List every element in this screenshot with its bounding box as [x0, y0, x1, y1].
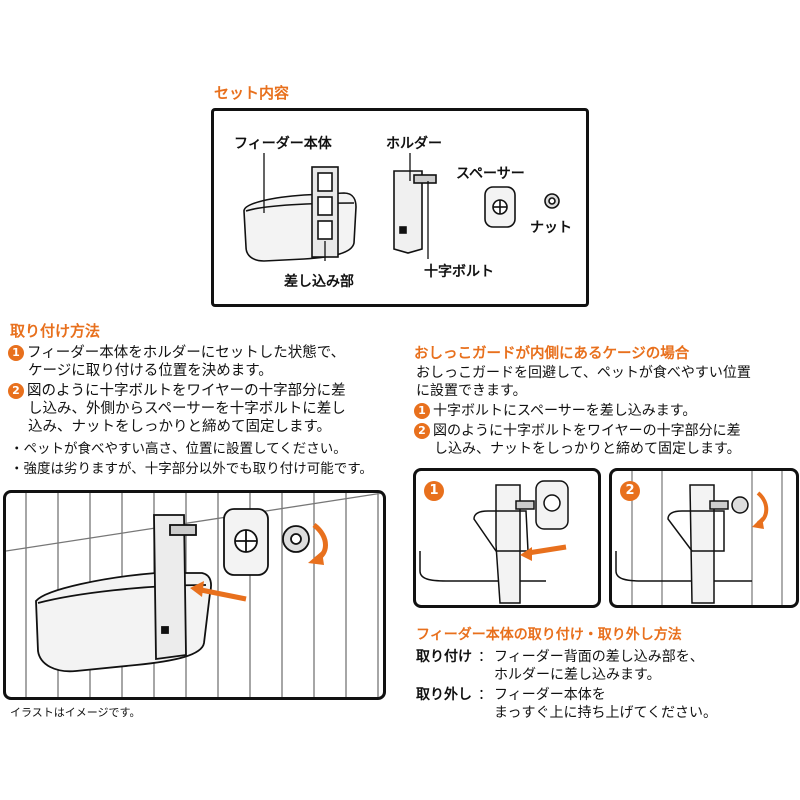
attach-line1: フィーダー背面の差し込み部を、 [494, 649, 704, 665]
guard-line1: おしっこガードを回避して、ペットが食べやすい位置 [416, 365, 751, 381]
install-illustration-box [3, 490, 386, 700]
contents-box: フィーダー本体 ホルダー スペーサー ナット 差し込み部 十字ボルト [211, 108, 589, 307]
guard-step1-badge: 1 [414, 403, 430, 419]
feeder-body-label: フィーダー本体 [234, 136, 332, 152]
attach-line2: ホルダーに差し込みます。 [494, 667, 661, 683]
guard-panel1-badge: 1 [424, 481, 444, 501]
holder-label: ホルダー [386, 136, 442, 152]
install-note2: ・強度は劣りますが、十字部分以外でも取り付け可能です。 [10, 461, 373, 477]
attach-sep: ： [478, 649, 492, 665]
nut-in-cage [282, 525, 310, 553]
install-step1-line2: ケージに取り付ける位置を決めます。 [28, 363, 273, 379]
contents-illustration [243, 153, 560, 262]
step2-badge: 2 [8, 383, 24, 399]
bolt-label: 十字ボルト [424, 264, 494, 280]
guard-title: おしっこガードが内側にあるケージの場合 [414, 346, 690, 362]
contents-title: セット内容 [214, 84, 290, 102]
feeder-in-cage [35, 514, 212, 673]
guard-step2-line2: し込み、ナットをしっかりと締めて固定します。 [434, 441, 741, 457]
detach-sep: ： [478, 687, 492, 703]
install-illustration [6, 493, 383, 697]
guard-step2-badge: 2 [414, 423, 430, 439]
attach-label: 取り付け [416, 649, 472, 665]
step1-badge: 1 [8, 345, 24, 361]
feeder-body-drawing [243, 166, 357, 262]
nut-label: ナット [530, 220, 572, 236]
illustration-note: イラストはイメージです。 [10, 706, 141, 719]
install-title: 取り付け方法 [10, 322, 101, 340]
spacer-label: スペーサー [456, 166, 525, 182]
insert-label: 差し込み部 [284, 274, 354, 290]
detach-line2: まっすぐ上に持ち上げてください。 [494, 705, 718, 721]
detach-label: 取り外し [416, 687, 472, 703]
guard-panel2-badge: 2 [620, 481, 640, 501]
nut-drawing [544, 193, 560, 209]
guard-line2: に設置できます。 [416, 383, 527, 399]
spacer-drawing [484, 186, 516, 228]
guard-panel-2: 2 [609, 468, 799, 608]
spacer-in-cage [223, 508, 269, 576]
attach-title: フィーダー本体の取り付け・取り外し方法 [416, 627, 682, 643]
install-step2-line2: し込み、外側からスペーサーを十字ボルトに差し [28, 401, 346, 417]
holder-drawing [393, 170, 437, 254]
install-step2-line3: 込み、ナットをしっかりと締めて固定します。 [28, 419, 332, 435]
install-note1: ・ペットが食べやすい高さ、位置に設置してください。 [10, 441, 347, 457]
detach-line1: フィーダー本体を [494, 687, 606, 703]
guard-panel-1: 1 [413, 468, 601, 608]
